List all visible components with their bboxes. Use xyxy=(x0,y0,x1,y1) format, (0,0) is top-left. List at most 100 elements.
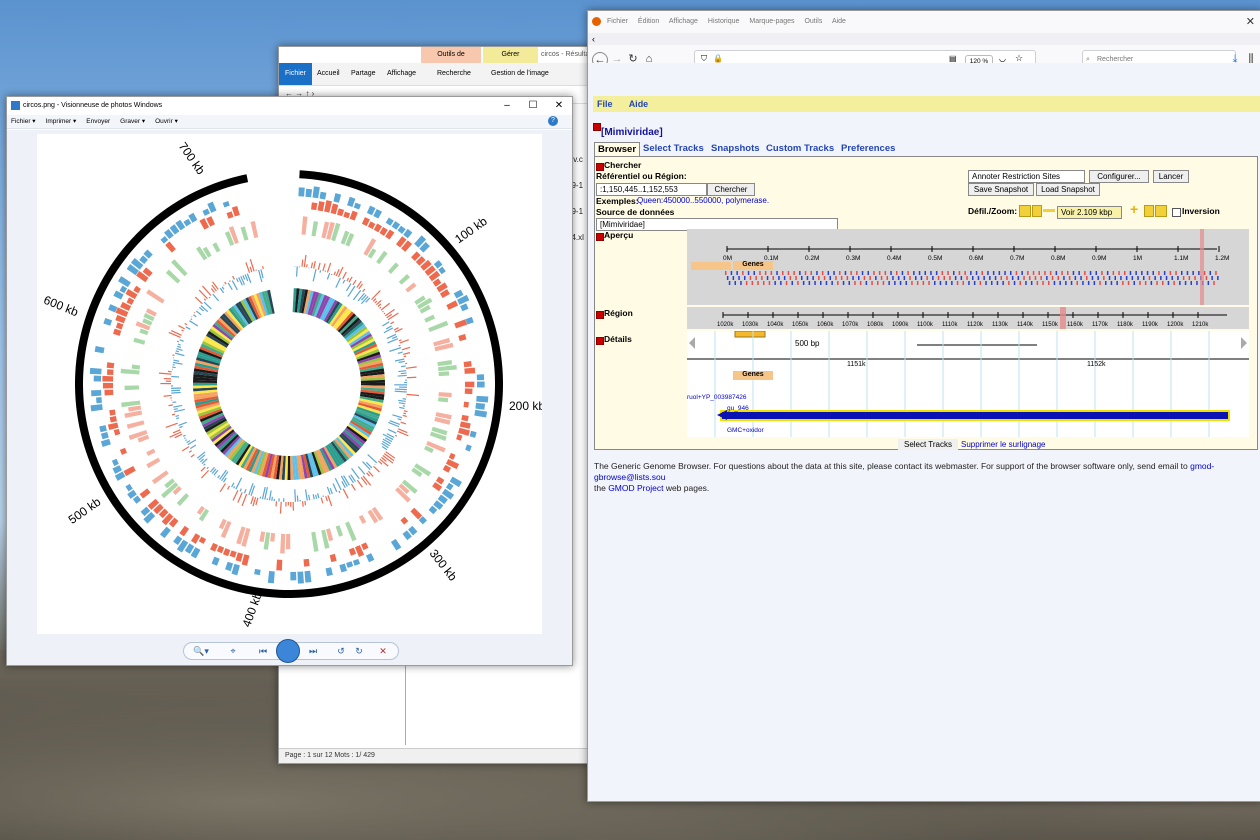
ribbon-tab-image-tools[interactable]: Gestion de l'image xyxy=(491,70,549,77)
track-controls[interactable] xyxy=(691,262,731,270)
scroll-left-icon[interactable] xyxy=(1032,205,1042,217)
list-item[interactable]: 04.xl xyxy=(567,233,584,242)
tab-custom-tracks[interactable]: Custom Tracks xyxy=(766,143,835,154)
gmod-project-link[interactable]: GMOD Project xyxy=(608,483,664,493)
list-item[interactable]: div.c xyxy=(567,155,583,164)
tab-preferences[interactable]: Preferences xyxy=(841,143,896,154)
menu-send[interactable]: Envoyer xyxy=(86,118,111,125)
list-item[interactable]: 19-1 xyxy=(567,181,584,190)
zoom-select[interactable]: Voir 2.109 kbp xyxy=(1057,206,1122,219)
home-icon[interactable]: ⌂ xyxy=(645,53,653,65)
menu-file[interactable]: File xyxy=(597,99,613,109)
menu-print[interactable]: Imprimer ▾ xyxy=(45,118,77,125)
ribbon-tab-file[interactable]: Fichier xyxy=(279,63,313,85)
overview-gene-mark xyxy=(839,271,841,275)
tab-snapshots[interactable]: Snapshots xyxy=(711,143,760,154)
close-button[interactable]: ✕ xyxy=(1245,16,1255,28)
landmark-input[interactable]: :1,150,445..1,152,553 xyxy=(596,183,707,196)
gene-feature-description[interactable]: GMC+oxidor xyxy=(727,427,764,434)
previous-button[interactable]: ⏮ xyxy=(258,646,268,656)
ribbon-tab-share[interactable]: Partage xyxy=(351,70,376,77)
inversion-checkbox[interactable] xyxy=(1172,208,1181,217)
close-button[interactable]: ✕ xyxy=(554,100,564,111)
collapse-toggle-icon[interactable] xyxy=(593,121,603,133)
circos-signal-line xyxy=(239,488,242,492)
fit-window-button[interactable]: ⌖ xyxy=(230,646,236,656)
menu-item[interactable]: Édition xyxy=(637,18,660,25)
rotate-right-button[interactable]: ↻ xyxy=(355,646,363,656)
help-icon[interactable]: ? xyxy=(548,116,558,126)
tab-browser[interactable]: Browser xyxy=(594,142,641,157)
tab-scroll-left-icon[interactable]: ‹ xyxy=(592,34,595,44)
bookmark-star-icon[interactable]: ☆ xyxy=(1015,53,1024,63)
gene-feature-label[interactable]: ruol+YP_003987426 xyxy=(687,394,747,401)
region-toggle-icon[interactable] xyxy=(596,309,606,321)
menu-item[interactable]: Marque-pages xyxy=(749,18,795,25)
zoom-out-icon[interactable] xyxy=(1043,209,1055,212)
details-track[interactable]: 500 bp 1151k 1152k Genes ruol+YP_0039874… xyxy=(687,330,1249,437)
ribbon-tab-home[interactable]: Accueil xyxy=(317,70,340,77)
next-button[interactable]: ⏭ xyxy=(308,646,318,656)
overview-gene-mark xyxy=(983,276,985,280)
delete-button[interactable]: ✕ xyxy=(379,646,387,656)
circos-gene-block xyxy=(204,335,227,350)
menu-item[interactable]: Affichage xyxy=(668,18,698,25)
zoom-in-icon[interactable]: + xyxy=(1130,201,1139,217)
overview-toggle-icon[interactable] xyxy=(596,231,606,243)
menu-open[interactable]: Ouvrir ▾ xyxy=(155,118,178,125)
maximize-button[interactable]: ☐ xyxy=(528,100,538,111)
forward-icon[interactable]: → xyxy=(611,53,623,65)
circos-ring-mark xyxy=(376,250,388,265)
genes-track-label[interactable]: Genes xyxy=(733,261,773,270)
download-icon[interactable]: ⤓ xyxy=(1232,53,1238,65)
circos-signal-line xyxy=(241,493,248,507)
select-tracks-button[interactable]: Select Tracks xyxy=(898,439,958,450)
configure-button[interactable]: Configurer... xyxy=(1089,170,1149,183)
genes-track-label[interactable]: Genes xyxy=(733,371,773,380)
load-snapshot-button[interactable]: Load Snapshot xyxy=(1036,183,1100,196)
search-button[interactable]: Chercher xyxy=(707,183,755,196)
ribbon-tab-view[interactable]: Affichage xyxy=(387,70,417,77)
menu-item[interactable]: Aide xyxy=(831,18,846,25)
details-toggle-icon[interactable] xyxy=(596,335,606,347)
overview-gene-mark xyxy=(1084,271,1086,275)
scrollbar[interactable] xyxy=(405,665,406,745)
scroll-left-far-icon[interactable] xyxy=(1019,205,1031,217)
menu-item[interactable]: Fichier xyxy=(606,18,628,25)
menu-item[interactable]: Outils xyxy=(804,18,823,25)
run-button[interactable]: Lancer xyxy=(1153,170,1189,183)
scroll-right-icon[interactable] xyxy=(1144,205,1154,217)
section-toggle-icon[interactable] xyxy=(596,161,606,173)
list-item[interactable]: 19-1 xyxy=(567,207,584,216)
scroll-right-far-icon[interactable] xyxy=(1155,205,1167,217)
menu-help[interactable]: Aide xyxy=(628,99,649,109)
circos-gene-block xyxy=(267,454,275,479)
support-email-link[interactable]: gmod-gbrowse@lists.sou xyxy=(594,461,1215,482)
menu-item[interactable]: Historique xyxy=(707,18,740,25)
menu-file[interactable]: Fichier ▾ xyxy=(11,118,36,125)
overview-gene-mark xyxy=(1124,271,1126,275)
context-tab-search[interactable]: Outils de recherche xyxy=(421,47,481,74)
plugin-select[interactable]: Annoter Restriction Sites xyxy=(968,170,1085,183)
library-icon[interactable]: ⫼ xyxy=(1248,53,1254,65)
reader-view-icon[interactable]: ▤ xyxy=(949,54,957,63)
menu-burn[interactable]: Graver ▾ xyxy=(120,118,146,125)
context-tab-manage[interactable]: Gérer xyxy=(483,47,538,63)
reload-icon[interactable]: ↻ xyxy=(628,53,638,65)
save-snapshot-button[interactable]: Save Snapshot xyxy=(968,183,1034,196)
slideshow-button[interactable] xyxy=(276,639,300,663)
overview-gene-mark xyxy=(736,271,738,275)
overview-gene-mark xyxy=(774,281,776,285)
zoom-button[interactable]: 🔍▾ xyxy=(193,646,209,656)
clear-highlight-link[interactable]: Supprimer le surlignage xyxy=(961,440,1046,449)
circos-signal-line xyxy=(232,275,235,280)
pocket-icon[interactable]: ◡ xyxy=(999,54,1006,63)
gene-feature-name[interactable]: gu_946 xyxy=(727,405,749,412)
minimize-button[interactable]: – xyxy=(504,100,510,111)
ribbon-tab-search[interactable]: Recherche xyxy=(437,70,471,77)
tab-select-tracks[interactable]: Select Tracks xyxy=(643,143,704,154)
examples-link[interactable]: Queen:450000..550000, polymerase. xyxy=(637,196,770,205)
rotate-left-button[interactable]: ↺ xyxy=(337,646,345,656)
